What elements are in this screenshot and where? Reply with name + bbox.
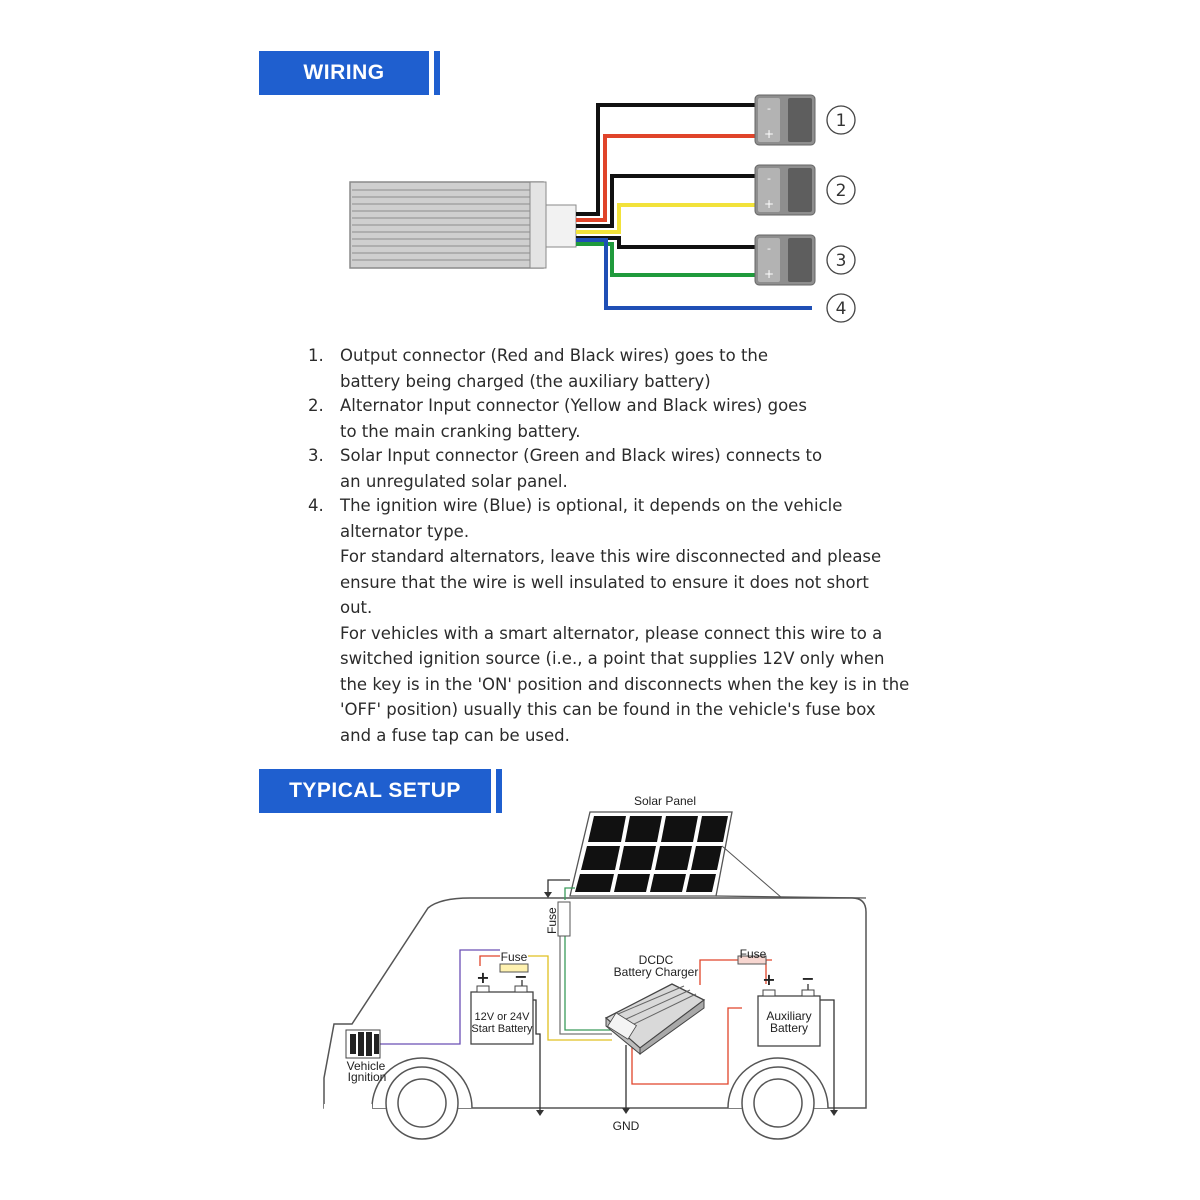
wire-red [576,134,756,222]
instruction-line: Alternator Input connector (Yellow and B… [340,396,807,415]
wiring-title-text: WIRING [303,61,385,84]
connector-plus-label: + [764,267,774,281]
connector-number-circle-2 [826,175,856,205]
charger-label-2: Battery Charger [614,965,699,979]
instruction-line: Solar Input connector (Green and Black w… [340,446,823,465]
title-accent-bar [434,51,440,95]
connector-minus-label: - [767,242,771,255]
solar-green-wire [564,887,575,900]
anderson-connector-2: - + [754,164,816,216]
instruction-item-1: 1. Output connector (Red and Black wires… [308,343,928,394]
instruction-number: 1. [308,346,324,365]
connector-minus-label: - [767,172,771,185]
start-battery-label-2: Start Battery [471,1023,533,1035]
instruction-line: switched ignition source (i.e., a point … [340,649,885,668]
connector-number-3: 3 [836,251,847,271]
instruction-line: to the main cranking battery. [340,421,581,441]
start-battery-label-1: 12V or 24V [474,1011,530,1023]
solar-fuse-label: Fuse [545,907,559,934]
connector-number-circle-3 [826,245,856,275]
charger-label-1: DCDC [639,953,674,967]
dcdc-charger: DCDC Battery Charger [604,953,706,1056]
instruction-line: Output connector (Red and Black wires) g… [340,346,769,365]
aux-battery-label-1: Auxiliary [766,1009,811,1023]
solar-to-charger-green [564,935,612,1031]
front-wheel-hub [397,1078,447,1128]
connector-number-circle-4 [826,293,856,323]
title-accent-bar [496,769,502,813]
instruction-line: ensure that the wire is well insulated t… [340,572,869,592]
connector-number-2: 2 [836,181,847,201]
typical-setup-title-text: TYPICAL SETUP [289,779,461,802]
start-fuse-label: Fuse [501,950,528,964]
aux-fuse [737,955,767,965]
aux-battery-plus: + [762,970,775,989]
connector-plus-label: + [764,127,774,141]
start-battery-plus: + [476,968,489,987]
ignition-wire [380,949,500,1045]
typical-setup-section-title: TYPICAL SETUP [259,769,502,813]
ignition-label-1: Vehicle [347,1059,386,1073]
instruction-line: The ignition wire (Blue) is optional, it… [340,496,843,515]
gnd-label: GND [613,1119,640,1133]
instruction-number: 2. [308,396,324,415]
connector-number-1: 1 [836,111,847,131]
start-fuse [499,963,529,973]
wire-blue [576,238,812,310]
van-outline [323,897,867,1109]
solar-to-charger-grey [559,935,612,1035]
solar-fuse [557,901,571,937]
vehicle-ignition-alternator: Vehicle Ignition [345,1029,387,1084]
wire-yellow [576,203,756,234]
wire-black-2 [576,174,756,228]
aux-fuse-red [699,959,738,985]
instruction-line: the key is in the 'ON' position and disc… [340,674,910,694]
charger-unit [349,181,577,269]
connector-plus-label: + [764,197,774,211]
instruction-number: 4. [308,496,324,515]
instruction-line: battery being charged (the auxiliary bat… [340,371,711,391]
connector-number-circle-1 [826,105,856,135]
instruction-item-2: 2. Alternator Input connector (Yellow an… [308,393,928,444]
wiring-section-title: WIRING [259,51,440,95]
instruction-item-3: 3. Solar Input connector (Green and Blac… [308,443,928,494]
solar-ground-wire [547,879,570,895]
wire-black-1 [576,103,756,216]
wiring-instructions: 1. Output connector (Red and Black wires… [308,343,928,747]
wires [576,103,812,310]
start-battery-yellow [528,955,612,1041]
solar-panel-label: Solar Panel [634,794,696,808]
start-battery-minus: − [514,967,527,986]
aux-battery-label-2: Battery [770,1021,808,1035]
rear-wheel-hub [753,1078,803,1128]
instruction-line: and a fuse tap can be used. [340,725,570,745]
auxiliary-battery: + − Auxiliary Battery [757,969,821,1047]
start-battery-red-a [479,955,500,966]
instruction-list: 1. Output connector (Red and Black wires… [308,343,928,748]
instruction-line: 'OFF' position) usually this can be foun… [340,700,876,719]
wire-green [576,242,756,277]
start-battery: + − 12V or 24V Start Battery [470,967,534,1045]
instruction-line: For standard alternators, leave this wir… [340,547,882,566]
charger-to-aux-red [631,1007,742,1085]
instruction-item-4: 4. The ignition wire (Blue) is optional,… [308,493,928,748]
connector-minus-label: - [767,102,771,115]
typical-setup-diagram: Solar Panel Fuse [323,794,867,1140]
ignition-label-2: Ignition [348,1070,387,1084]
anderson-connector-1: - + [754,94,816,146]
aux-battery-minus: − [801,969,814,988]
instruction-line: alternator type. [340,521,470,541]
instruction-line: an unregulated solar panel. [340,471,568,491]
instruction-line: out. [340,598,373,617]
instruction-line: For vehicles with a smart alternator, pl… [340,623,883,643]
solar-panel: Solar Panel [569,794,867,899]
instruction-number: 3. [308,446,324,465]
connector-number-4: 4 [836,299,847,319]
anderson-connector-3: - + [754,234,816,286]
aux-fuse-label: Fuse [740,947,767,961]
